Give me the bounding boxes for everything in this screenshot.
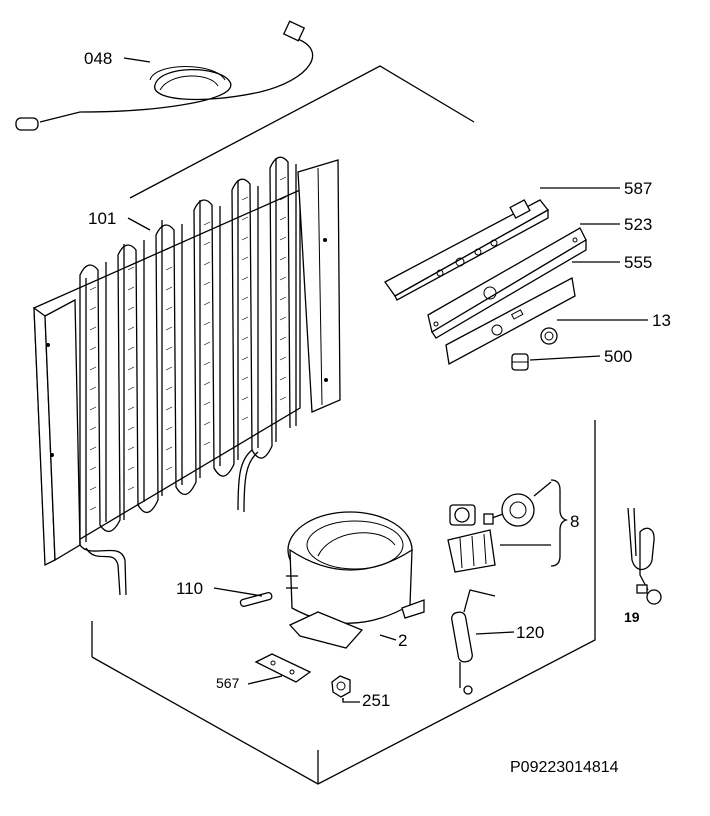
label-control-housing: 523 [624, 215, 652, 234]
reference-code: P09223014814 [510, 759, 619, 776]
leader-lines [123, 57, 648, 700]
knob-part [540, 327, 558, 345]
label-lamp: 500 [604, 347, 632, 366]
label-power-cord: 048 [84, 49, 112, 68]
label-control-board: 587 [624, 179, 652, 198]
cable-part [627, 507, 662, 605]
compressor-part [286, 511, 425, 649]
bracket-part [254, 653, 312, 683]
label-compressor: 2 [398, 631, 407, 650]
label-knob: 13 [652, 311, 671, 330]
nut-part [331, 675, 351, 698]
filter-drier-part [451, 589, 496, 695]
control-board-part [384, 199, 549, 301]
label-condenser: 101 [88, 209, 116, 228]
label-relay-group: 8 [570, 512, 579, 531]
label-nut: 251 [362, 691, 390, 710]
cabinet-outline [91, 65, 596, 785]
label-pin: 110 [176, 579, 203, 598]
control-panel-part [445, 277, 576, 366]
power-cord-part [15, 20, 314, 131]
relay-group-part [447, 493, 535, 573]
label-cable: 19 [624, 609, 640, 625]
label-bracket: 567 [216, 675, 240, 691]
control-housing-part [427, 227, 587, 339]
condenser-part [33, 156, 341, 596]
group-brace [550, 479, 569, 567]
lamp-part [511, 353, 529, 371]
nut-leader [342, 698, 360, 703]
label-control-panel: 555 [624, 253, 652, 272]
label-filter-drier: 120 [516, 623, 544, 642]
pin-part [239, 591, 273, 607]
